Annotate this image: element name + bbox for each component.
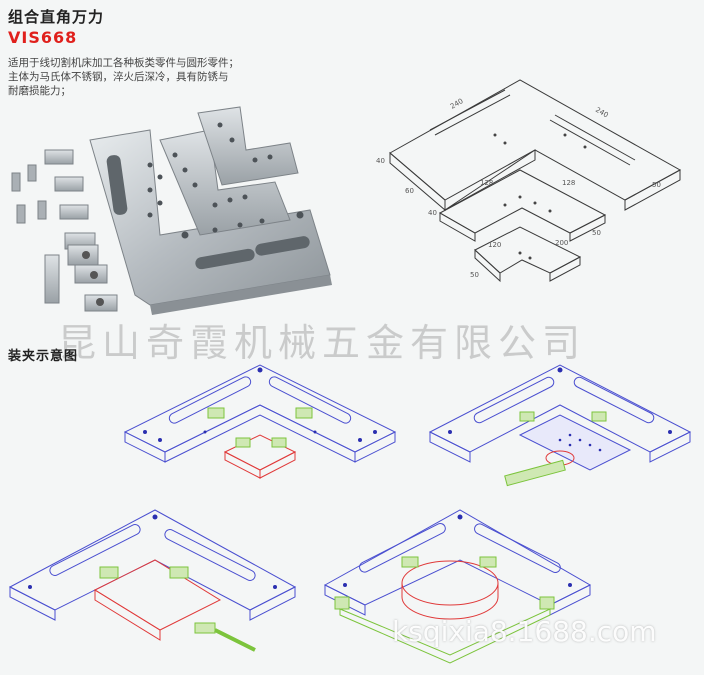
- clamp-parts: [44, 149, 118, 312]
- description-line: 主体为马氏体不锈钢，淬火后深冷，具有防锈与: [8, 71, 229, 83]
- clamp-diagram-4: [323, 509, 592, 664]
- clamp-diagram-2: [428, 364, 692, 487]
- company-watermark: 昆山奇霞机械五金有限公司: [58, 321, 587, 365]
- dim-label: 50: [592, 229, 601, 237]
- dim-label: 60: [405, 187, 414, 195]
- dim-label: 128: [480, 179, 493, 187]
- dim-label: 240: [594, 106, 610, 120]
- section-title: 装夹示意图: [8, 349, 79, 364]
- description-line: 适用于线切割机床加工各种板类零件与圆形零件；: [8, 57, 239, 69]
- product-photo: [11, 106, 332, 315]
- screw-parts: [11, 164, 47, 224]
- large-l-plate: [89, 129, 332, 315]
- url-watermark: ksqixia8.1688.com: [392, 615, 657, 648]
- description-line: 耐磨损能力；: [8, 85, 71, 97]
- model-number: VIS668: [8, 28, 78, 47]
- dim-label: 40: [428, 209, 437, 217]
- dim-label: 50: [470, 271, 479, 279]
- clamp-diagram-3: [8, 509, 297, 652]
- clamp-diagram-1: [123, 364, 397, 479]
- dim-label: 200: [555, 239, 568, 247]
- product-title: 组合直角万力: [8, 8, 105, 26]
- dimension-drawing: 240 240 40 60 50 128 128 40 200 50 120 5…: [376, 79, 682, 283]
- mounting-holes: [147, 122, 304, 239]
- dim-label: 40: [376, 157, 385, 165]
- dim-label: 128: [562, 179, 575, 187]
- dim-label: 120: [488, 241, 501, 249]
- product-description: 适用于线切割机床加工各种板类零件与圆形零件； 主体为马氏体不锈钢，淬火后深冷，具…: [8, 56, 308, 98]
- dim-label: 50: [652, 181, 661, 189]
- small-l-plate: [197, 106, 299, 186]
- dim-label: 240: [449, 97, 465, 111]
